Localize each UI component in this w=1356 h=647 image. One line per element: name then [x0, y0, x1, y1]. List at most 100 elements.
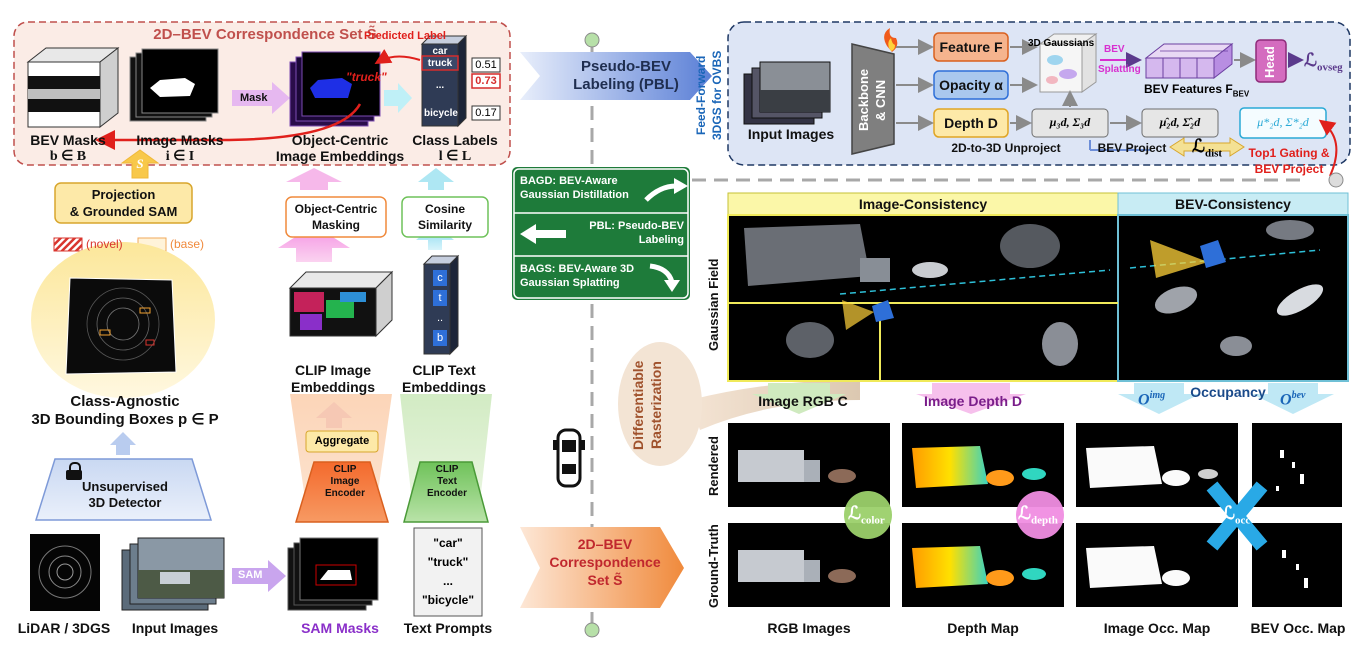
loss-depth-symbol: ℒ	[1018, 503, 1031, 523]
head-label: Head	[1262, 46, 1277, 78]
sign-bags-line1: BAGS: BEV-Aware 3D	[520, 263, 635, 275]
bounding-boxes-label: 3D Bounding Boxes p ∈ P	[31, 411, 219, 428]
col-rgb-label: RGB Images	[767, 620, 851, 636]
diff-raster-label: Differentiable	[630, 360, 646, 450]
clip-image-embedding-cube	[288, 270, 394, 338]
projection-label: Projection	[91, 187, 156, 202]
loss-occ-sub: occ	[1234, 514, 1251, 527]
ground-truth-label: Ground-Truth	[706, 524, 721, 608]
unsupervised-label2: 3D Detector	[88, 495, 162, 510]
bev-masks-stack	[26, 46, 120, 129]
clip-text-encoder-line3: Encoder	[426, 488, 467, 499]
s-badge: S	[136, 156, 144, 171]
sam-masks-label: SAM Masks	[301, 620, 379, 636]
class-labels-label: Class Labels	[412, 132, 498, 148]
depth-label: Depth D	[944, 115, 998, 131]
bev-masks-label: BEV Masks	[30, 132, 106, 148]
clip-text-token-column	[422, 254, 460, 356]
col-imgocc-label: Image Occ. Map	[1103, 620, 1211, 636]
sign-bagd: BAGD: BEV-Aware Gaussian Distillation	[520, 174, 650, 202]
prompt-truck: "truck"	[427, 555, 469, 569]
bev-pointcloud	[65, 277, 177, 375]
image-consistency-label: Image-Consistency	[858, 196, 988, 212]
loss-color-sub: color	[860, 514, 885, 527]
image-masks-stack	[129, 48, 219, 122]
sign-pbl-line2: Labeling	[638, 234, 684, 246]
oc-masking-label2: Masking	[311, 218, 360, 232]
o-img-symbol: O	[1138, 391, 1150, 409]
bev-features-sub: BEV	[1232, 89, 1250, 99]
clip-image-encoder-line2: Image	[330, 476, 360, 487]
class-stack-ellipsis: ...	[435, 80, 445, 91]
score-truck: 0.73	[475, 75, 497, 87]
class-agnostic-label: Class-Agnostic	[70, 393, 180, 410]
mu2d-label: μ̂₂d, Σ̂₂d	[1159, 115, 1201, 129]
class-labels-block	[420, 34, 468, 128]
corr-set-label2: Correspondence	[549, 554, 661, 570]
bev-splatting-label2: Splatting	[1098, 64, 1141, 75]
gaussians-cube	[1038, 33, 1098, 93]
prompt-ellipsis: ...	[442, 574, 453, 588]
clip-image-embeddings-label2: Embeddings	[290, 379, 375, 395]
top1-label2: BEV Project	[1254, 162, 1324, 176]
clip-image-embeddings-label: CLIP Image	[295, 362, 371, 378]
clip-text-encoder-line1: CLIP	[435, 464, 459, 475]
o-bev-sup: bev	[1291, 390, 1306, 401]
correspondence-set-title: 2D–BEV Correspondence Set S̃	[153, 26, 377, 43]
backbone-label: Backbone	[856, 68, 871, 132]
token-t: t	[438, 292, 442, 304]
score-bicycle: 0.17	[475, 107, 497, 119]
oc-masking-label: Object-Centric	[294, 202, 378, 216]
feedforward-label2: 3DGS for OVBS	[710, 50, 724, 140]
o-img-sup: img	[1149, 390, 1166, 401]
pbl-label2: Labeling (PBL)	[573, 76, 679, 93]
clip-text-encoder-label: CLIP Text Encoder	[412, 464, 482, 500]
ff-input-images-label: Input Images	[747, 126, 835, 142]
opacity-label: Opacity α	[939, 77, 1003, 93]
image-masks-sub: i ∈ I	[165, 149, 195, 164]
col-depth-label: Depth Map	[947, 620, 1019, 636]
loss-ovseg-symbol: ℒ	[1304, 50, 1317, 70]
score-car: 0.51	[475, 59, 497, 71]
lidar-label: LiDAR / 3DGS	[17, 620, 111, 636]
bev-project-label: BEV Project	[1097, 141, 1167, 155]
loss-color-symbol: ℒ	[848, 503, 861, 523]
truck-tag: "truck"	[346, 70, 387, 84]
text-prompts-label: Text Prompts	[403, 620, 493, 636]
feedforward-label: Feed-Forward	[694, 55, 708, 135]
class-stack-bicycle: bicycle	[424, 108, 458, 119]
corr-set-label3: Set S̃	[587, 572, 623, 588]
gaussian-field-label: Gaussian Field	[706, 258, 721, 352]
token-ellipsis: ..	[436, 312, 444, 324]
bev-splatting-label: BEV	[1104, 44, 1125, 55]
loss-occ-symbol: ℒ	[1222, 503, 1235, 523]
image-rgb-label: Image RGB C	[758, 393, 848, 409]
prompt-bicycle: "bicycle"	[421, 593, 475, 607]
loss-dist-symbol: ℒ	[1192, 136, 1205, 156]
o-bev-symbol: O	[1280, 391, 1292, 409]
loss-depth: ℒdepth	[1018, 503, 1058, 527]
bev-features-label: BEV Features FBEV	[1144, 82, 1249, 98]
sign-bagd-line2: Gaussian Distillation	[520, 189, 629, 201]
input-images-label: Input Images	[131, 620, 219, 636]
corr-set-label: 2D–BEV	[577, 536, 633, 552]
sign-bags: BAGS: BEV-Aware 3D Gaussian Splatting	[520, 262, 650, 290]
top1-label: Top1 Gating &	[1248, 146, 1330, 160]
clip-text-embeddings-label2: Embeddings	[401, 379, 486, 395]
object-embeddings-label2: Image Embeddings	[275, 148, 405, 164]
clip-image-encoder-line3: Encoder	[324, 488, 365, 499]
sign-pbl: PBL: Pseudo-BEV Labeling	[572, 219, 684, 247]
class-labels-sub: l ∈ L	[438, 149, 472, 164]
feature-label: Feature F	[939, 39, 1003, 55]
backbone-label2: & CNN	[873, 79, 888, 121]
mask-tag: Mask	[240, 92, 268, 104]
sign-pbl-line1: PBL: Pseudo-BEV	[589, 220, 684, 232]
pbl-label: Pseudo-BEV	[580, 58, 671, 75]
object-embeddings-stack	[289, 51, 381, 127]
loss-dist-sub: dist	[1204, 147, 1223, 160]
loss-dist: ℒdist	[1192, 136, 1222, 160]
car-icon	[553, 428, 585, 488]
lock-icon	[66, 462, 82, 480]
rendered-label: Rendered	[706, 436, 721, 496]
